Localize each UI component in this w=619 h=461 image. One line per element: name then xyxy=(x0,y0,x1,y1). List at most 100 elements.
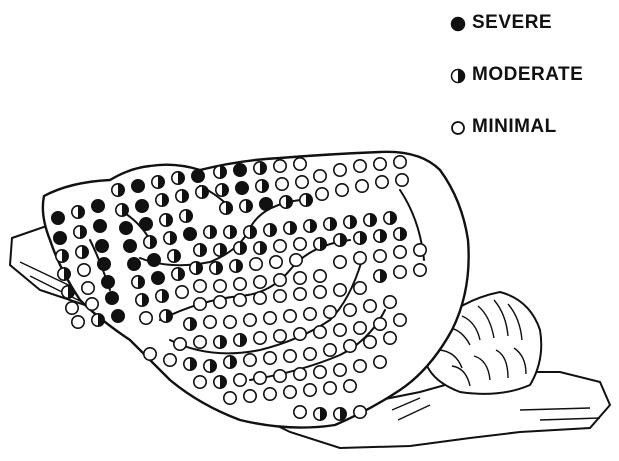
minimal-marker xyxy=(264,312,276,324)
minimal-marker xyxy=(194,280,206,292)
severe-marker xyxy=(236,182,248,194)
legend-label-minimal: MINIMAL xyxy=(472,116,557,138)
minimal-marker xyxy=(264,352,276,364)
minimal-marker xyxy=(314,170,326,182)
minimal-marker xyxy=(194,376,206,388)
minimal-marker xyxy=(304,384,316,396)
minimal-marker xyxy=(284,350,296,362)
minimal-marker xyxy=(324,382,336,394)
severe-marker xyxy=(106,292,118,304)
severe-marker xyxy=(260,198,272,210)
minimal-marker-icon xyxy=(450,120,466,136)
minimal-marker xyxy=(78,264,90,276)
severe-marker xyxy=(52,212,64,224)
minimal-marker xyxy=(194,336,206,348)
severe-marker xyxy=(140,218,152,230)
minimal-marker xyxy=(234,278,246,290)
severe-marker xyxy=(152,272,164,284)
minimal-marker xyxy=(334,324,346,336)
minimal-marker xyxy=(314,270,326,282)
minimal-marker xyxy=(254,292,266,304)
minimal-marker xyxy=(194,298,206,310)
minimal-marker xyxy=(214,280,226,292)
severe-marker xyxy=(234,164,246,176)
minimal-marker xyxy=(354,252,366,264)
minimal-marker xyxy=(294,158,306,170)
minimal-marker xyxy=(324,306,336,318)
minimal-marker xyxy=(144,348,156,360)
cerebrum-outline xyxy=(43,152,469,428)
minimal-marker xyxy=(234,374,246,386)
minimal-marker xyxy=(394,314,406,326)
minimal-marker xyxy=(414,264,426,276)
minimal-marker xyxy=(336,184,348,196)
legend-label-moderate: MODERATE xyxy=(472,64,583,86)
severe-marker xyxy=(98,258,110,270)
minimal-marker xyxy=(294,406,306,418)
severe-marker xyxy=(148,254,160,266)
minimal-marker xyxy=(244,390,256,402)
minimal-marker xyxy=(294,328,306,340)
severe-marker xyxy=(102,276,114,288)
minimal-marker xyxy=(294,238,306,250)
minimal-marker xyxy=(384,332,396,344)
minimal-marker xyxy=(314,326,326,338)
minimal-marker xyxy=(244,314,256,326)
minimal-marker xyxy=(394,266,406,278)
minimal-marker xyxy=(364,336,376,348)
minimal-marker xyxy=(290,254,302,266)
minimal-marker xyxy=(316,188,328,200)
minimal-marker xyxy=(374,250,386,262)
minimal-marker xyxy=(82,282,94,294)
minimal-marker xyxy=(354,282,366,294)
minimal-marker xyxy=(364,300,376,312)
severe-marker xyxy=(124,240,136,252)
minimal-marker xyxy=(274,290,286,302)
minimal-marker xyxy=(304,348,316,360)
minimal-marker xyxy=(354,322,366,334)
legend-label-severe: SEVERE xyxy=(472,12,552,34)
minimal-marker xyxy=(244,354,256,366)
minimal-marker xyxy=(204,316,216,328)
minimal-marker xyxy=(86,298,98,310)
minimal-marker xyxy=(176,286,188,298)
minimal-marker xyxy=(384,296,396,308)
severe-marker xyxy=(120,222,132,234)
minimal-marker xyxy=(376,176,388,188)
severe-marker xyxy=(184,228,196,240)
severe-marker xyxy=(112,310,124,322)
minimal-marker xyxy=(72,316,84,328)
minimal-marker xyxy=(274,160,286,172)
minimal-marker xyxy=(140,312,152,324)
minimal-marker xyxy=(334,364,346,376)
minimal-marker xyxy=(324,344,336,356)
minimal-marker xyxy=(254,372,266,384)
minimal-marker xyxy=(394,246,406,258)
minimal-marker xyxy=(164,354,176,366)
minimal-marker xyxy=(214,296,226,308)
minimal-marker xyxy=(394,156,406,168)
minimal-marker xyxy=(274,240,286,252)
minimal-marker xyxy=(296,176,308,188)
minimal-marker xyxy=(334,164,346,176)
minimal-marker xyxy=(344,340,356,352)
minimal-marker xyxy=(294,272,306,284)
minimal-marker xyxy=(294,288,306,300)
minimal-marker xyxy=(374,356,386,368)
minimal-marker xyxy=(374,158,386,170)
minimal-marker xyxy=(264,388,276,400)
severe-marker xyxy=(94,220,106,232)
minimal-marker xyxy=(284,386,296,398)
severe-marker xyxy=(92,200,104,212)
severe-marker xyxy=(192,170,204,182)
minimal-marker xyxy=(234,294,246,306)
minimal-marker xyxy=(374,318,386,330)
minimal-marker xyxy=(314,286,326,298)
moderate-marker-icon xyxy=(450,68,466,84)
minimal-marker xyxy=(396,174,408,186)
minimal-marker xyxy=(334,284,346,296)
severe-marker-icon xyxy=(450,16,466,32)
minimal-marker xyxy=(354,406,366,418)
minimal-marker xyxy=(304,308,316,320)
minimal-marker xyxy=(254,276,266,288)
